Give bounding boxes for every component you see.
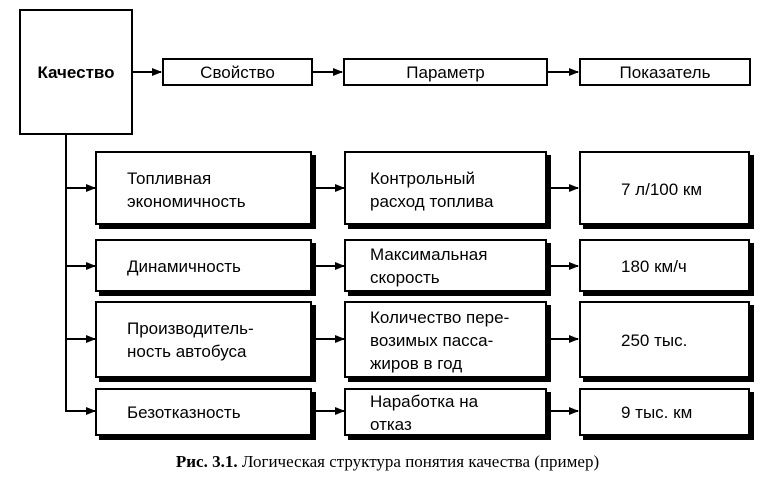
header-label-indicator: Показатель [619, 63, 711, 82]
row3-parameter-label: Количество пере- возимых пасса- жиров в … [370, 308, 510, 373]
header-box-parameter: Параметр [343, 58, 548, 86]
row4-property-box: Безотказность [95, 388, 312, 436]
row2-parameter-box: Максимальная скорость [344, 239, 547, 292]
row4-parameter-box: Наработка на отказ [344, 388, 547, 436]
row1-indicator-box: 7 л/100 км [579, 151, 750, 225]
row1-property-box: Топливная экономичность [95, 151, 312, 225]
caption-text: Логическая структура понятия качества (п… [241, 452, 600, 471]
row3-parameter-box: Количество пере- возимых пасса- жиров в … [344, 301, 547, 378]
row3-indicator-label: 250 тыс. [621, 331, 688, 350]
row2-property-box: Динамичность [95, 239, 312, 292]
row1-indicator-label: 7 л/100 км [621, 180, 703, 199]
row3-property-box: Производитель- ность автобуса [95, 301, 312, 378]
row1-property-label: Топливная экономичность [127, 169, 246, 211]
row1-parameter-label: Контрольный расход топлива [370, 169, 494, 211]
root-box-quality: Качество [19, 9, 133, 135]
header-box-property: Свойство [162, 58, 313, 86]
row3-property-label: Производитель- ность автобуса [127, 319, 254, 361]
header-box-indicator: Показатель [579, 58, 751, 86]
root-label: Качество [37, 63, 115, 82]
row4-indicator-label: 9 тыс. км [621, 403, 693, 422]
row4-indicator-box: 9 тыс. км [579, 388, 750, 436]
row3-indicator-box: 250 тыс. [579, 301, 750, 378]
row2-parameter-label: Максимальная скорость [370, 245, 488, 287]
row4-parameter-label: Наработка на отказ [370, 392, 479, 434]
row1-parameter-box: Контрольный расход топлива [344, 151, 547, 225]
caption-label: Рис. 3.1. [175, 452, 238, 471]
header-label-parameter: Параметр [406, 63, 485, 82]
row2-property-label: Динамичность [127, 257, 241, 276]
row2-indicator-box: 180 км/ч [579, 239, 750, 292]
figure-caption: Рис. 3.1. Логическая структура понятия к… [0, 452, 775, 472]
row2-indicator-label: 180 км/ч [621, 257, 687, 276]
header-label-property: Свойство [200, 63, 275, 82]
row4-property-label: Безотказность [127, 403, 241, 422]
